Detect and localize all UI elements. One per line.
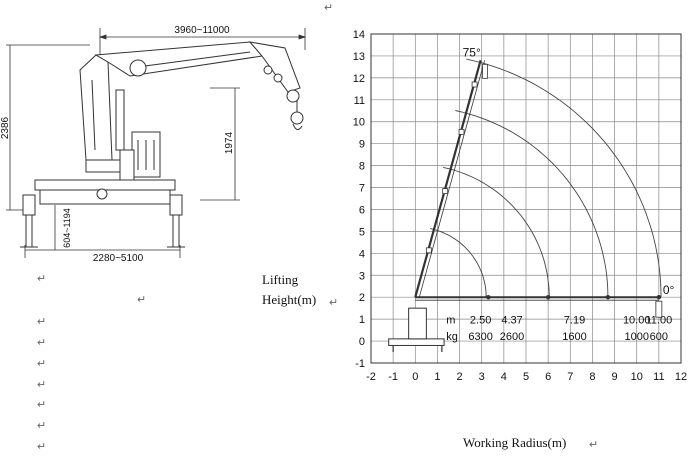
x-tick-label: 2	[457, 371, 463, 383]
row-label-kg: kg	[446, 331, 458, 343]
x-tick-label: 1	[434, 371, 440, 383]
hook-icon	[290, 111, 304, 125]
y-tick-label: 7	[359, 183, 365, 195]
boom-section-joint	[442, 188, 449, 195]
x-tick-label: 6	[545, 371, 551, 383]
x-tick-label: 9	[612, 371, 618, 383]
y-tick-label: 0	[359, 336, 365, 348]
paragraph-mark: ↵	[37, 420, 47, 432]
hook-block-horizontal	[655, 300, 663, 318]
load-table-radius: 4.37	[501, 315, 522, 327]
y-tick-label: -1	[355, 358, 365, 370]
load-point-marker	[656, 295, 662, 300]
working-radius-label: Working Radius(m)	[463, 435, 567, 450]
hook-block-inclined	[482, 63, 489, 79]
chart-labels: 75° 0° m kg 2.50 6300 4.37 2600 7.19 1600 10.00 100…	[446, 45, 674, 343]
paragraph-mark: ↵	[329, 297, 339, 309]
paragraph-mark: ↵	[37, 441, 47, 453]
load-point-marker	[486, 295, 491, 300]
y-tick-label: 12	[353, 73, 365, 85]
load-table-radius: 7.19	[564, 315, 585, 327]
x-tick-label: 4	[501, 371, 507, 383]
load-table-load: 1000	[624, 331, 648, 343]
y-tick-label: 4	[359, 248, 365, 260]
x-tick-label: 0	[412, 371, 418, 383]
y-tick-label: 1	[359, 314, 365, 326]
column	[79, 54, 113, 161]
outrigger-span-dimension-text: 2280~5100	[93, 253, 144, 264]
chart-frame	[370, 33, 682, 364]
boom-inclined-edge	[418, 60, 485, 298]
y-tick-label: 8	[359, 161, 365, 173]
paragraph-mark: ↵	[589, 439, 599, 451]
angle-max-label: 75°	[463, 45, 481, 59]
x-tick-label: 7	[567, 371, 573, 383]
load-table-load: 2600	[500, 331, 524, 343]
x-tick-label: 12	[675, 371, 687, 383]
arrow-heads	[98, 34, 307, 40]
boom-height-dimension-text: 1974	[224, 131, 235, 154]
working-range-arc	[429, 228, 487, 298]
boom-inclined	[414, 60, 482, 298]
load-point-marker	[605, 295, 611, 300]
load-table-load: 600	[650, 331, 668, 343]
crane-base	[388, 338, 445, 346]
boom-section-joint	[425, 247, 432, 254]
chart-arcs	[429, 58, 662, 298]
x-tick-label: 10	[631, 371, 643, 383]
x-tick-label: 3	[479, 371, 485, 383]
boom-section-joint	[458, 128, 465, 135]
chart-boom	[388, 60, 663, 353]
outrigger-height-dimension-text: 604~1194	[62, 208, 72, 248]
x-tick-label: -2	[366, 371, 376, 383]
y-tick-label: 14	[353, 29, 365, 41]
x-tick-label: 11	[653, 371, 664, 383]
x-tick-label: 5	[523, 371, 529, 383]
row-label-m: m	[446, 315, 455, 327]
load-table-load: 1600	[562, 331, 586, 343]
load-table-radius: 10.00	[623, 315, 651, 327]
paragraph-mark: ↵	[37, 316, 47, 328]
y-tick-label: 10	[353, 117, 365, 129]
angle-min-label: 0°	[663, 283, 675, 297]
paragraph-mark: ↵	[37, 379, 47, 391]
x-tick-label: -1	[388, 371, 398, 383]
y-tick-label: 11	[354, 95, 365, 107]
load-table-radius: 11.00	[645, 315, 672, 327]
y-tick-label: 5	[359, 226, 365, 238]
paragraph-mark: ↵	[137, 294, 147, 306]
paragraph-mark: ↵	[37, 337, 47, 349]
y-tick-label: 9	[359, 139, 365, 151]
paragraph-mark: ↵	[324, 2, 334, 14]
load-table-radius: 2.50	[470, 315, 491, 327]
lifting-height-label-line1: Lifting	[262, 272, 299, 287]
working-range-arc	[466, 58, 662, 298]
x-tick-label: 8	[589, 371, 595, 383]
crane-drawing: 3960~11000 2386 1974 604~1194 2280~5100	[0, 25, 307, 264]
height-dimension-text: 2386	[0, 116, 11, 139]
load-point-marker	[545, 295, 551, 300]
y-tick-label: 2	[359, 292, 365, 304]
paragraph-mark: ↵	[37, 273, 47, 285]
load-table-load: 6300	[468, 331, 492, 343]
working-range-arc	[455, 110, 609, 298]
y-tick-label: 13	[353, 51, 365, 63]
working-range-arc	[443, 166, 550, 298]
y-tick-label: 6	[359, 204, 365, 216]
paragraph-mark: ↵	[37, 399, 47, 411]
boom-section-joint	[471, 81, 478, 88]
crane-body	[20, 41, 304, 248]
reach-dimension-text: 3960~11000	[174, 25, 230, 36]
crane-column	[408, 307, 427, 340]
y-tick-label: 3	[359, 270, 365, 282]
paragraph-mark: ↵	[37, 358, 47, 370]
lifting-height-label-line2: Height(m)	[262, 292, 317, 307]
